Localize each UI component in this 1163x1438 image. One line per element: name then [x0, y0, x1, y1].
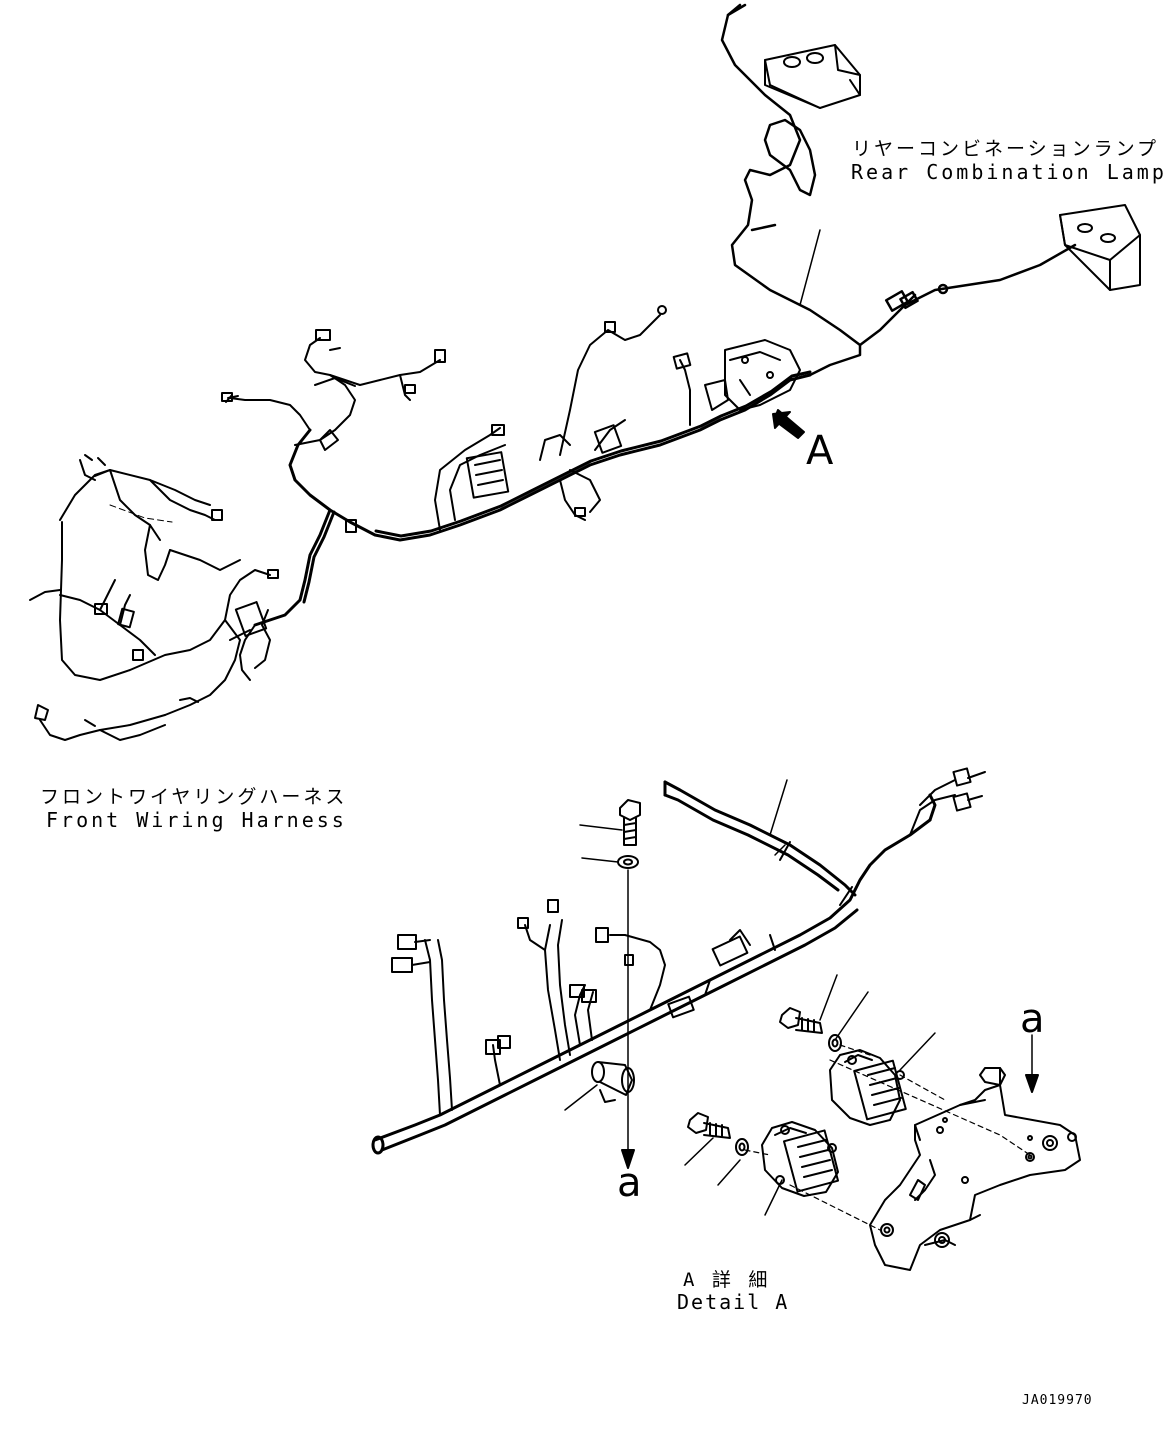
main-harness-upper-left-branch: [222, 330, 445, 450]
detail-a-bolt-lower: [688, 1113, 748, 1155]
detail-a-label-en: Detail A: [677, 1290, 790, 1314]
detail-a-leader-lines: [565, 780, 935, 1215]
main-harness-trunk: [255, 372, 810, 625]
front-harness-label-en: Front Wiring Harness: [46, 808, 347, 832]
detail-a-mounting-bracket: [745, 1035, 1080, 1270]
rear-combination-lamp-upper: [765, 45, 860, 108]
detail-a-relay: [592, 1062, 634, 1102]
view-arrow-a: [773, 410, 804, 438]
view-callout-a: A: [806, 428, 834, 474]
detail-a-bolt-upper: [780, 1008, 841, 1051]
front-wiring-harness: [30, 455, 278, 740]
reference-a-label-right: a: [1020, 996, 1045, 1042]
reference-a-label-left: a: [617, 1160, 642, 1206]
rear-lamp-label-en: Rear Combination Lamp: [851, 160, 1163, 184]
detail-a-branches: [392, 768, 985, 1115]
main-harness-branches: [346, 306, 800, 532]
detail-a-relay-upper: [830, 1050, 906, 1125]
rear-combination-lamp-lower: [1060, 205, 1140, 290]
drawing-code: JA019970: [1022, 1393, 1093, 1408]
rear-lamp-label-jp: リヤーコンビネーションランプ: [852, 138, 1160, 160]
rear-lamp-sub-harness: [722, 5, 1075, 375]
detail-a-bolt-left: [618, 800, 640, 1168]
detail-a-harness-trunk: [373, 782, 935, 1153]
front-harness-label-jp: フロントワイヤリングハーネス: [40, 786, 348, 808]
detail-a-label-jp: A 詳 細: [683, 1269, 771, 1291]
detail-a-relay-lower: [762, 1122, 838, 1196]
